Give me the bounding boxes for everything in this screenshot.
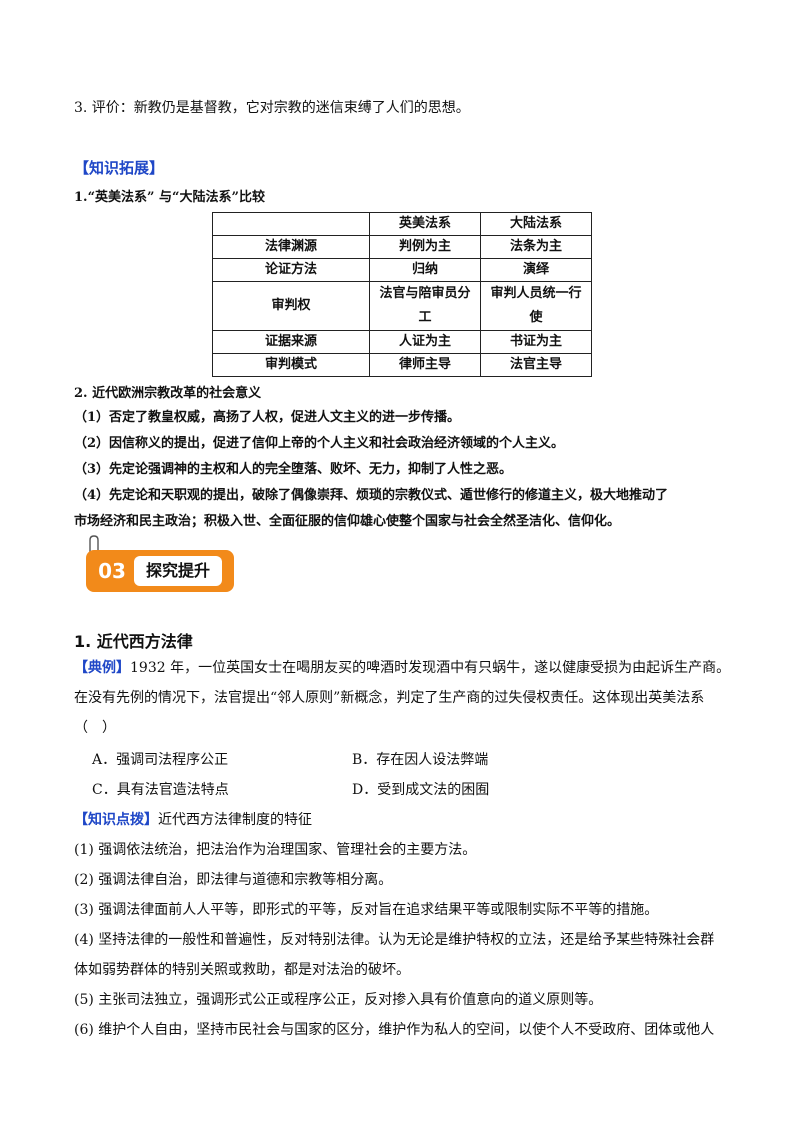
feature-item: (5) 主张司法独立，强调形式公正或程序公正，反对掺入具有价值意向的道义原则等。 [74,992,603,1008]
feature-item: (3) 强调法律面前人人平等，即形式的平等，反对旨在追求结果平等或限制实际不平等… [74,902,659,918]
table-cell: 审判权 [212,281,370,331]
section-title: 1. 近代西方法律 [74,632,193,651]
tip-line: 【知识点拨】近代西方法律制度的特征 [74,810,734,830]
table-cell: 书证为主 [480,330,592,354]
evaluation-line: 3. 评价：新教仍是基督教，它对宗教的迷信束缚了人们的思想。 [74,100,470,116]
feature-item: (1) 强调依法统治，把法治作为治理国家、管理社会的主要方法。 [74,842,477,858]
reform-point: （3）先定论强调神的主权和人的完全堕落、败坏、无力，抑制了人性之恶。 [74,462,513,477]
knowledge-ext-title: 【知识拓展】 [74,159,165,177]
option-c[interactable]: C．具有法官造法特点 [92,782,229,798]
option-d[interactable]: D．受到成文法的困囿 [352,782,490,798]
example-text: 1932 年，一位英国女士在喝朋友买的啤酒时发现酒中有只蜗牛，遂以健康受损为由起… [130,660,731,676]
table-row: 审判权 法官与陪审员分工 审判人员统一行使 [212,281,592,331]
feature-item: (4) 坚持法律的一般性和普遍性，反对特别法律。认为无论是维护特权的立法，还是给… [74,932,715,948]
table-cell: 归纳 [369,258,481,282]
badge-label: 探究提升 [134,556,222,586]
table-cell: 律师主导 [369,353,481,377]
option-a[interactable]: A．强调司法程序公正 [92,752,229,768]
comparison-title: 1.“英美法系” 与“大陆法系”比较 [74,190,266,205]
table-row: 证据来源 人证为主 书证为主 [212,330,592,354]
table-cell: 证据来源 [212,330,370,354]
law-system-comparison-table: 英美法系 大陆法系 法律渊源 判例为主 法条为主 论证方法 归纳 演绎 审判权 … [212,212,592,377]
table-cell: 法律渊源 [212,235,370,259]
table-cell: 演绎 [480,258,592,282]
table-cell: 法条为主 [480,235,592,259]
table-header-cell: 英美法系 [369,212,481,236]
table-row: 审判模式 律师主导 法官主导 [212,353,592,377]
table-cell: 人证为主 [369,330,481,354]
table-cell: 审判模式 [212,353,370,377]
example-line: 【典例】1932 年，一位英国女士在喝朋友买的啤酒时发现酒中有只蜗牛，遂以健康受… [74,658,734,678]
reform-point: （4）先定论和天职观的提出，破除了偶像崇拜、烦琐的宗教仪式、遁世修行的修道主义，… [74,488,669,503]
tip-tag: 【知识点拨】 [74,812,158,828]
table-cell: 论证方法 [212,258,370,282]
table-header-cell: 大陆法系 [480,212,592,236]
paperclip-icon [89,535,99,554]
badge-number: 03 [98,559,126,583]
example-line: 在没有先例的情况下，法官提出“邻人原则”新概念，判定了生产商的过失侵权责任。这体… [74,690,705,706]
tip-title: 近代西方法律制度的特征 [158,812,312,828]
reform-point: （1）否定了教皇权威，高扬了人权，促进人文主义的进一步传播。 [74,410,461,425]
table-cell: 审判人员统一行使 [480,281,592,331]
example-tag: 【典例】 [74,660,130,676]
table-cell: 判例为主 [369,235,481,259]
feature-item: (2) 强调法律自治，即法律与道德和宗教等相分离。 [74,872,393,888]
reform-point: 市场经济和民主政治；积极入世、全面征服的信仰雄心使整个国家与社会全然圣洁化、信仰… [74,514,621,529]
feature-item: (6) 维护个人自由，坚持市民社会与国家的区分，维护作为私人的空间，以使个人不受… [74,1022,715,1038]
table-cell: 法官主导 [480,353,592,377]
reform-point: （2）因信称义的提出，促进了信仰上帝的个人主义和社会政治经济领域的个人主义。 [74,436,565,451]
table-row: 论证方法 归纳 演绎 [212,258,592,282]
section-badge: 03 探究提升 [86,550,234,592]
table-header-cell [212,212,370,236]
feature-item: 体如弱势群体的特别关照或救助，都是对法治的破坏。 [74,962,410,978]
table-cell: 法官与陪审员分工 [369,281,481,331]
option-b[interactable]: B．存在因人设法弊端 [352,752,489,768]
table-header-row: 英美法系 大陆法系 [212,212,592,236]
reform-significance-title: 2. 近代欧洲宗教改革的社会意义 [74,386,262,401]
answer-bracket: （ ） [74,720,116,736]
table-row: 法律渊源 判例为主 法条为主 [212,235,592,259]
